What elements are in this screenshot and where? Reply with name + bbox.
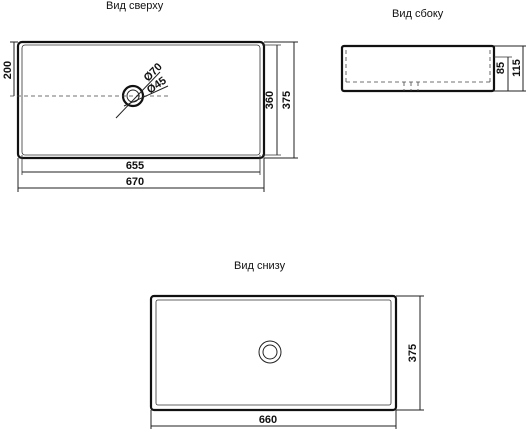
dim-115-label: 115	[511, 59, 523, 77]
dim-200-label: 200	[2, 61, 14, 79]
side-view-title: Вид сбоку	[392, 8, 444, 20]
bottom-drain-inner-circle	[262, 344, 278, 360]
dim-85-label: 85	[495, 62, 507, 74]
top-view-inner-outline	[21, 44, 261, 156]
top-drain-leader-1	[115, 71, 161, 119]
bottom-view-inner-outline	[155, 299, 392, 406]
bottom-view-outer-outline	[149, 294, 398, 412]
bottom-view: Вид снизу 375 660	[149, 260, 424, 429]
side-view: Вид сбоку 85 115	[340, 8, 526, 93]
bottom-drain-outer-circle	[258, 340, 282, 364]
dim-655-label: 655	[126, 160, 144, 172]
dim-660-label: 660	[259, 414, 277, 426]
dim-375-label: 375	[281, 91, 293, 109]
top-view-outer-outline	[16, 40, 266, 160]
top-view-title: Вид сверху	[106, 0, 164, 12]
dim-360-label: 360	[264, 91, 276, 109]
top-view: Вид сверху Ø70 Ø45 200 360 375 655 67	[2, 0, 298, 192]
dim-670-label: 670	[126, 176, 144, 188]
top-drain-leader-2	[123, 85, 169, 107]
dim-bottom-375-label: 375	[407, 344, 419, 362]
bottom-view-title: Вид снизу	[234, 260, 286, 272]
